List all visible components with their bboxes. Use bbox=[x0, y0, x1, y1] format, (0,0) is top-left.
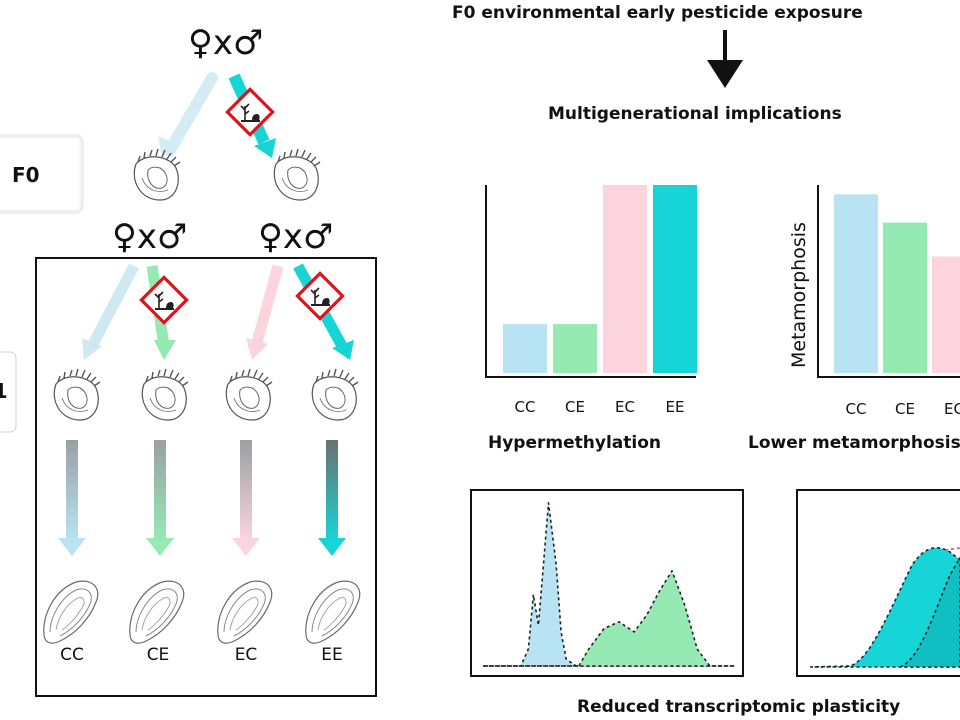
ec-larva-icon bbox=[225, 368, 273, 421]
metamorphosis-y-label: Metamorphosis bbox=[788, 222, 810, 368]
cc-label: CC bbox=[60, 645, 84, 665]
ce-label: CE bbox=[147, 645, 170, 665]
cc-larva-icon bbox=[53, 368, 101, 421]
ce-distribution bbox=[482, 570, 736, 667]
exposure-title: F0 environmental early pesticide exposur… bbox=[452, 3, 863, 23]
cc-oyster-icon bbox=[43, 580, 99, 644]
f1-label: F1 bbox=[0, 379, 8, 403]
ec-growth-arrow bbox=[232, 440, 260, 556]
f1-exposed-parents-cross: ♀x♂ bbox=[258, 217, 334, 257]
hypermethylation-bar-cc bbox=[503, 324, 547, 373]
ec-distribution-outline bbox=[944, 547, 960, 551]
f0-pesticide-hazard-icon bbox=[225, 87, 275, 137]
hypermethylation-tick-ee: EE bbox=[666, 398, 685, 416]
f1-control-parents-cross: ♀x♂ bbox=[112, 217, 188, 257]
metamorphosis-bar-ec bbox=[932, 256, 960, 373]
hypermethylation-axes bbox=[485, 185, 696, 378]
ee-distribution bbox=[809, 546, 960, 668]
f1-generation-tag: F1 bbox=[0, 351, 17, 433]
cc-diagonal-arrow bbox=[82, 263, 139, 360]
metamorphosis-tick-ec: EC bbox=[944, 400, 960, 418]
ce-pesticide-hazard-icon bbox=[139, 275, 189, 325]
metamorphosis-tick-cc: CC bbox=[846, 400, 867, 418]
ee-oyster-icon bbox=[305, 580, 361, 644]
ce-growth-arrow bbox=[146, 440, 174, 556]
ce-oyster-icon bbox=[129, 580, 185, 644]
f0-control-arrow bbox=[158, 72, 218, 158]
f0-control-larva-icon bbox=[133, 148, 181, 201]
exposed-distributions bbox=[809, 546, 960, 668]
hypermethylation-chart: CC CE EC EE Hypermethylation bbox=[485, 185, 697, 453]
plasticity-frame-left bbox=[470, 489, 744, 677]
ee-larva-icon bbox=[311, 368, 359, 421]
ec-label: EC bbox=[235, 645, 258, 665]
hypermethylation-tick-ce: CE bbox=[565, 398, 585, 416]
hypermethylation-bar-ce bbox=[553, 324, 597, 373]
hypermethylation-caption: Hypermethylation bbox=[488, 433, 661, 453]
metamorphosis-tick-ce: CE bbox=[895, 400, 915, 418]
f0-exposed-larva-icon bbox=[273, 148, 321, 201]
hypermethylation-tick-ec: EC bbox=[615, 398, 635, 416]
ee-growth-arrow bbox=[318, 440, 346, 556]
hypermethylation-bar-ee bbox=[653, 185, 697, 373]
metamorphosis-axes bbox=[817, 185, 960, 378]
f1-frame bbox=[35, 257, 377, 697]
metamorphosis-caption: Lower metamorphosis bbox=[748, 433, 960, 453]
plasticity-frame-right bbox=[796, 489, 960, 677]
hypermethylation-bar-ec bbox=[603, 185, 647, 373]
f0-parents-cross: ♀x♂ bbox=[188, 23, 264, 63]
metamorphosis-bar-ce bbox=[883, 222, 927, 373]
hypermethylation-tick-cc: CC bbox=[515, 398, 536, 416]
transcriptomic-plasticity-chart: Reduced transcriptomic plasticity bbox=[470, 489, 960, 717]
ee-label: EE bbox=[321, 645, 342, 665]
down-arrow-icon bbox=[707, 30, 743, 88]
ce-larva-icon bbox=[141, 368, 189, 421]
ec-diagonal-arrow bbox=[246, 264, 284, 360]
f0-label: F0 bbox=[12, 163, 40, 187]
cc-growth-arrow bbox=[58, 440, 86, 556]
ec-oyster-icon bbox=[217, 580, 273, 644]
metamorphosis-chart: CC CE EC Metamorphosis Lower metamorphosis bbox=[748, 185, 960, 453]
plasticity-caption: Reduced transcriptomic plasticity bbox=[577, 697, 900, 717]
f0-generation-tag: F0 bbox=[0, 133, 85, 215]
implications-subtitle: Multigenerational implications bbox=[548, 104, 842, 124]
metamorphosis-bar-cc bbox=[834, 194, 878, 373]
ec-distribution bbox=[899, 556, 960, 668]
